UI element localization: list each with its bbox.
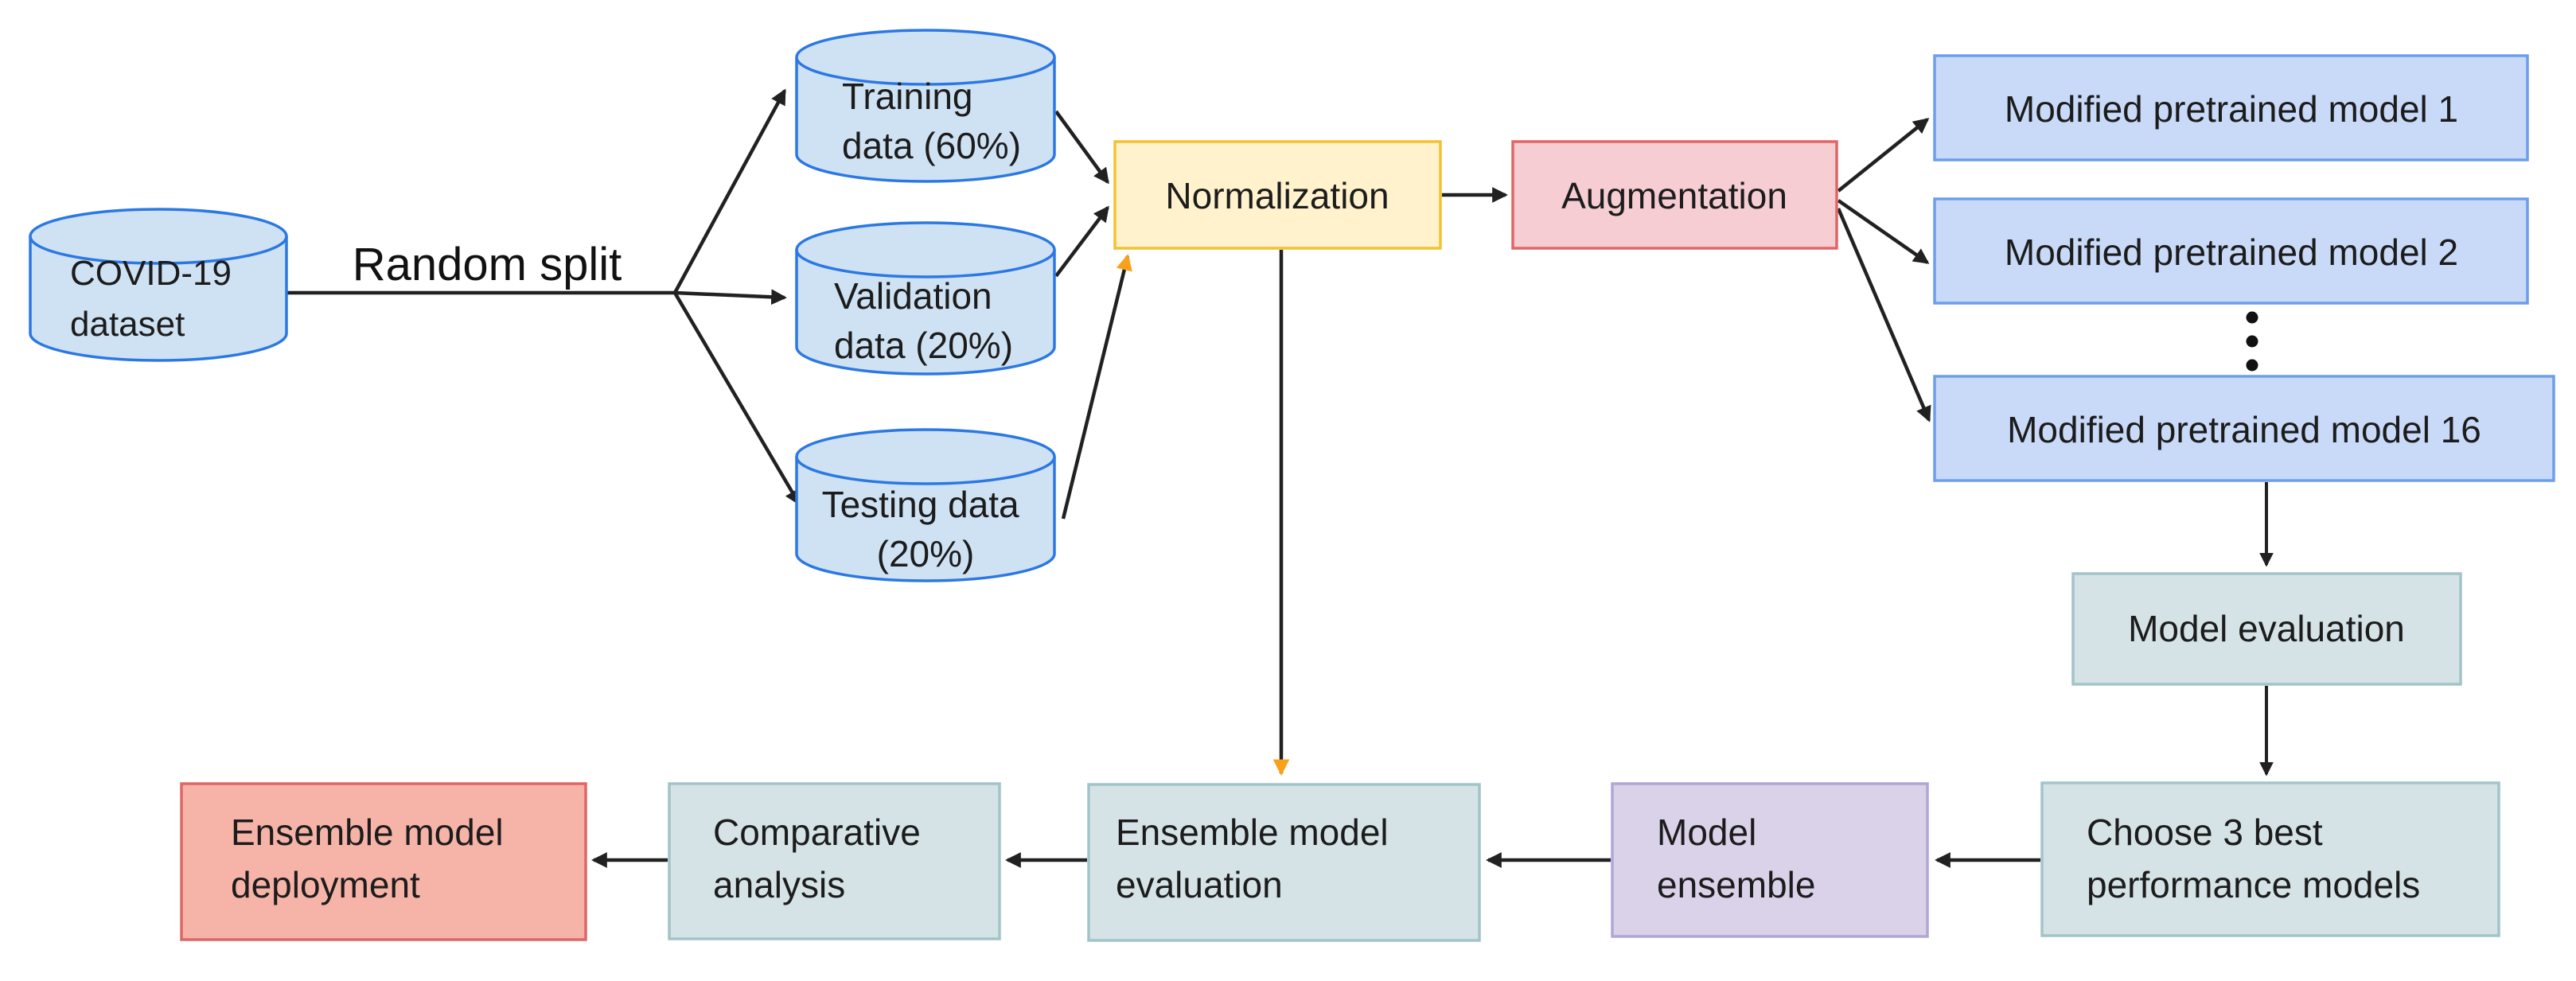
svg-text:COVID-19 dataset: COVID-19 dataset xyxy=(70,254,241,344)
model-ensemble-box xyxy=(1611,782,1929,938)
svg-text:Choose 3 best performanc: Choose 3 best performance models xyxy=(2087,812,2420,905)
cylinder-body xyxy=(795,457,1056,582)
cylinder-top xyxy=(29,208,288,265)
node-model-evaluation: Model evaluation xyxy=(2071,572,2462,686)
node-model-ensemble: Model ensemble xyxy=(1611,782,1929,938)
model-2-box xyxy=(1933,197,2529,305)
edge-augmentation-to-model-1 xyxy=(1837,118,1930,193)
edge-training-to-normalization xyxy=(1054,110,1109,185)
svg-text:Ensemble model deploymen: Ensemble model deployment xyxy=(231,812,513,905)
edge-split-to-validation xyxy=(674,289,787,306)
model-ensemble-label-line1: Model xyxy=(1657,812,1756,853)
model-16-label: Modified pretrained model 16 xyxy=(2007,409,2481,450)
ellipsis-dot xyxy=(2246,311,2258,324)
node-normalization: Normalization xyxy=(1113,140,1442,250)
edges xyxy=(286,88,2274,868)
validation-data-label-line2: data (20%) xyxy=(834,325,1013,366)
cylinder-top xyxy=(795,221,1056,278)
validation-data-label-line1: Validation xyxy=(834,275,992,317)
node-ensemble-model-deployment: Ensemble model deployment xyxy=(180,782,587,941)
training-data-label-line1: Training xyxy=(842,76,972,117)
comparative-analysis-box xyxy=(668,782,1001,940)
augmentation-box xyxy=(1511,140,1838,250)
vertical-ellipsis-icon xyxy=(2246,311,2258,372)
edge-testing-to-normalization-highlight xyxy=(1061,253,1132,520)
ensemble-model-evaluation-label-line1: Ensemble model xyxy=(1116,812,1389,853)
svg-text:Validation data (20%): Validation data (20%) xyxy=(834,275,1013,366)
testing-data-label-line2: (20%) xyxy=(877,533,975,574)
node-covid-dataset: COVID-19 dataset xyxy=(29,208,288,362)
model-1-box xyxy=(1933,54,2529,162)
node-training-data: Training data (60%) xyxy=(795,29,1056,183)
svg-text:Ensemble model evaluatio: Ensemble model evaluation xyxy=(1116,812,1398,905)
cylinder-body xyxy=(795,250,1056,376)
ensemble-model-deployment-box xyxy=(180,782,587,941)
ellipsis-dot xyxy=(2246,335,2258,348)
cylinder-top xyxy=(795,428,1056,485)
testing-data-label-line1: Testing data xyxy=(822,484,1019,525)
ensemble-model-evaluation-label-line2: evaluation xyxy=(1116,864,1283,905)
ensemble-model-deployment-label-line1: Ensemble model xyxy=(231,812,504,853)
model-2-label: Modified pretrained model 2 xyxy=(2005,232,2458,273)
ensemble-model-evaluation-box xyxy=(1087,783,1481,942)
node-validation-data: Validation data (20%) xyxy=(795,221,1056,376)
svg-text:Testing data (20%): Testing data (20%) xyxy=(822,484,1030,574)
choose-best-label-line2: performance models xyxy=(2087,864,2420,905)
node-comparative-analysis: Comparative analysis xyxy=(668,782,1001,940)
cylinder-top xyxy=(795,29,1056,86)
random-split-label: Random split xyxy=(353,239,622,290)
node-model-2: Modified pretrained model 2 xyxy=(1933,197,2529,305)
normalization-label: Normalization xyxy=(1165,175,1389,216)
node-augmentation: Augmentation xyxy=(1511,140,1838,250)
choose-best-label-line1: Choose 3 best xyxy=(2087,812,2323,853)
model-1-label: Modified pretrained model 1 xyxy=(2005,88,2458,130)
model-evaluation-box xyxy=(2071,572,2462,686)
model-ensemble-label-line2: ensemble xyxy=(1657,864,1815,905)
node-ensemble-model-evaluation: Ensemble model evaluation xyxy=(1087,783,1481,942)
normalization-box xyxy=(1113,140,1442,250)
model-16-box xyxy=(1933,375,2555,482)
edge-split-to-testing xyxy=(673,291,801,506)
cylinder-body xyxy=(29,236,288,362)
node-testing-data: Testing data (20%) xyxy=(795,428,1056,582)
cylinder-body xyxy=(795,57,1056,183)
node-choose-best: Choose 3 best performance models xyxy=(2040,781,2500,937)
node-model-1: Modified pretrained model 1 xyxy=(1933,54,2529,162)
training-data-label-line2: data (60%) xyxy=(842,125,1021,166)
edge-validation-to-normalization xyxy=(1054,205,1109,278)
augmentation-label: Augmentation xyxy=(1561,175,1787,216)
edge-augmentation-to-model-16 xyxy=(1836,208,1931,422)
choose-best-box xyxy=(2040,781,2500,937)
comparative-analysis-label-line2: analysis xyxy=(713,864,845,905)
ellipsis-dot xyxy=(2246,359,2258,372)
node-model-16: Modified pretrained model 16 xyxy=(1933,375,2555,482)
edge-augmentation-to-model-2 xyxy=(1837,199,1930,264)
svg-text:Training data (60%): Training data (60%) xyxy=(842,76,1021,166)
covid-dataset-label-line2: dataset xyxy=(70,305,185,344)
ensemble-model-deployment-label-line2: deployment xyxy=(231,864,420,905)
edge-split-to-training xyxy=(673,88,786,294)
svg-text:Model ensemble: Model ensemble xyxy=(1657,812,1815,905)
svg-text:Comparative analysis: Comparative analysis xyxy=(713,812,931,905)
covid-dataset-label-line1: COVID-19 xyxy=(70,254,232,293)
comparative-analysis-label-line1: Comparative xyxy=(713,812,921,853)
model-evaluation-label: Model evaluation xyxy=(2128,608,2405,649)
